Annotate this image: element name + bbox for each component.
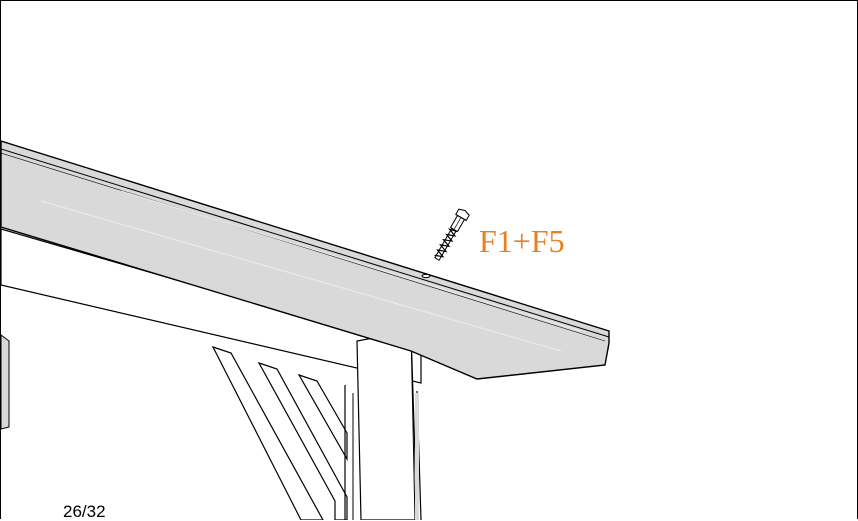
lag-screw-icon bbox=[434, 208, 470, 261]
side-block bbox=[1, 334, 10, 430]
part-label: F1+F5 bbox=[479, 223, 565, 259]
vertical-post bbox=[344, 330, 422, 520]
page-number: 26/32 bbox=[63, 502, 106, 521]
roof-beam bbox=[1, 140, 610, 380]
diagonal-braces bbox=[211, 345, 348, 520]
